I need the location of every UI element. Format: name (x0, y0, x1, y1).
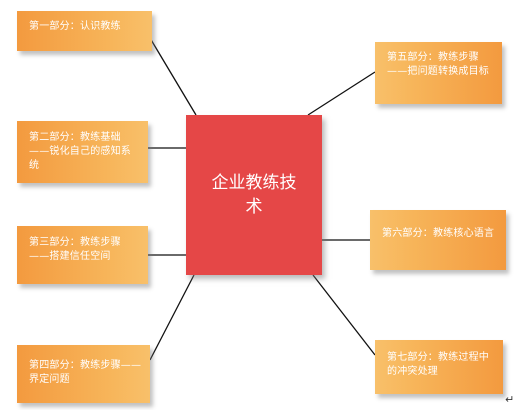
connector-part1 (149, 37, 197, 116)
paragraph-return-mark: ↵ (505, 393, 515, 406)
node-part5-label: 第五部分：教练步骤——把问题转换成目标 (387, 52, 489, 77)
node-part4-label: 第四部分：教练步骤——界定问题 (29, 360, 142, 385)
central-topic: 企业教练技术 (186, 115, 322, 275)
connector-part7 (312, 274, 376, 356)
node-part1-label: 第一部分：认识教练 (29, 21, 121, 32)
node-part7-label: 第七部分：教练过程中的冲突处理 (387, 352, 489, 377)
central-topic-label: 企业教练技术 (211, 173, 297, 217)
node-part3: 第三部分：教练步骤——搭建信任空间 (17, 226, 148, 284)
node-part6: 第六部分：教练核心语言 (370, 210, 506, 270)
node-part6-label: 第六部分：教练核心语言 (382, 228, 495, 239)
node-part7: 第七部分：教练过程中的冲突处理 (375, 340, 503, 394)
node-part2: 第二部分：教练基础——锐化自己的感知系统 (17, 121, 148, 183)
node-part5: 第五部分：教练步骤——把问题转换成目标 (375, 42, 502, 104)
node-part2-label: 第二部分：教练基础——锐化自己的感知系统 (29, 132, 131, 171)
connector-part5 (307, 71, 376, 116)
node-part1: 第一部分：认识教练 (17, 11, 152, 51)
connector-part4 (149, 274, 195, 361)
node-part3-label: 第三部分：教练步骤——搭建信任空间 (29, 237, 121, 262)
node-part4: 第四部分：教练步骤——界定问题 (17, 345, 150, 403)
